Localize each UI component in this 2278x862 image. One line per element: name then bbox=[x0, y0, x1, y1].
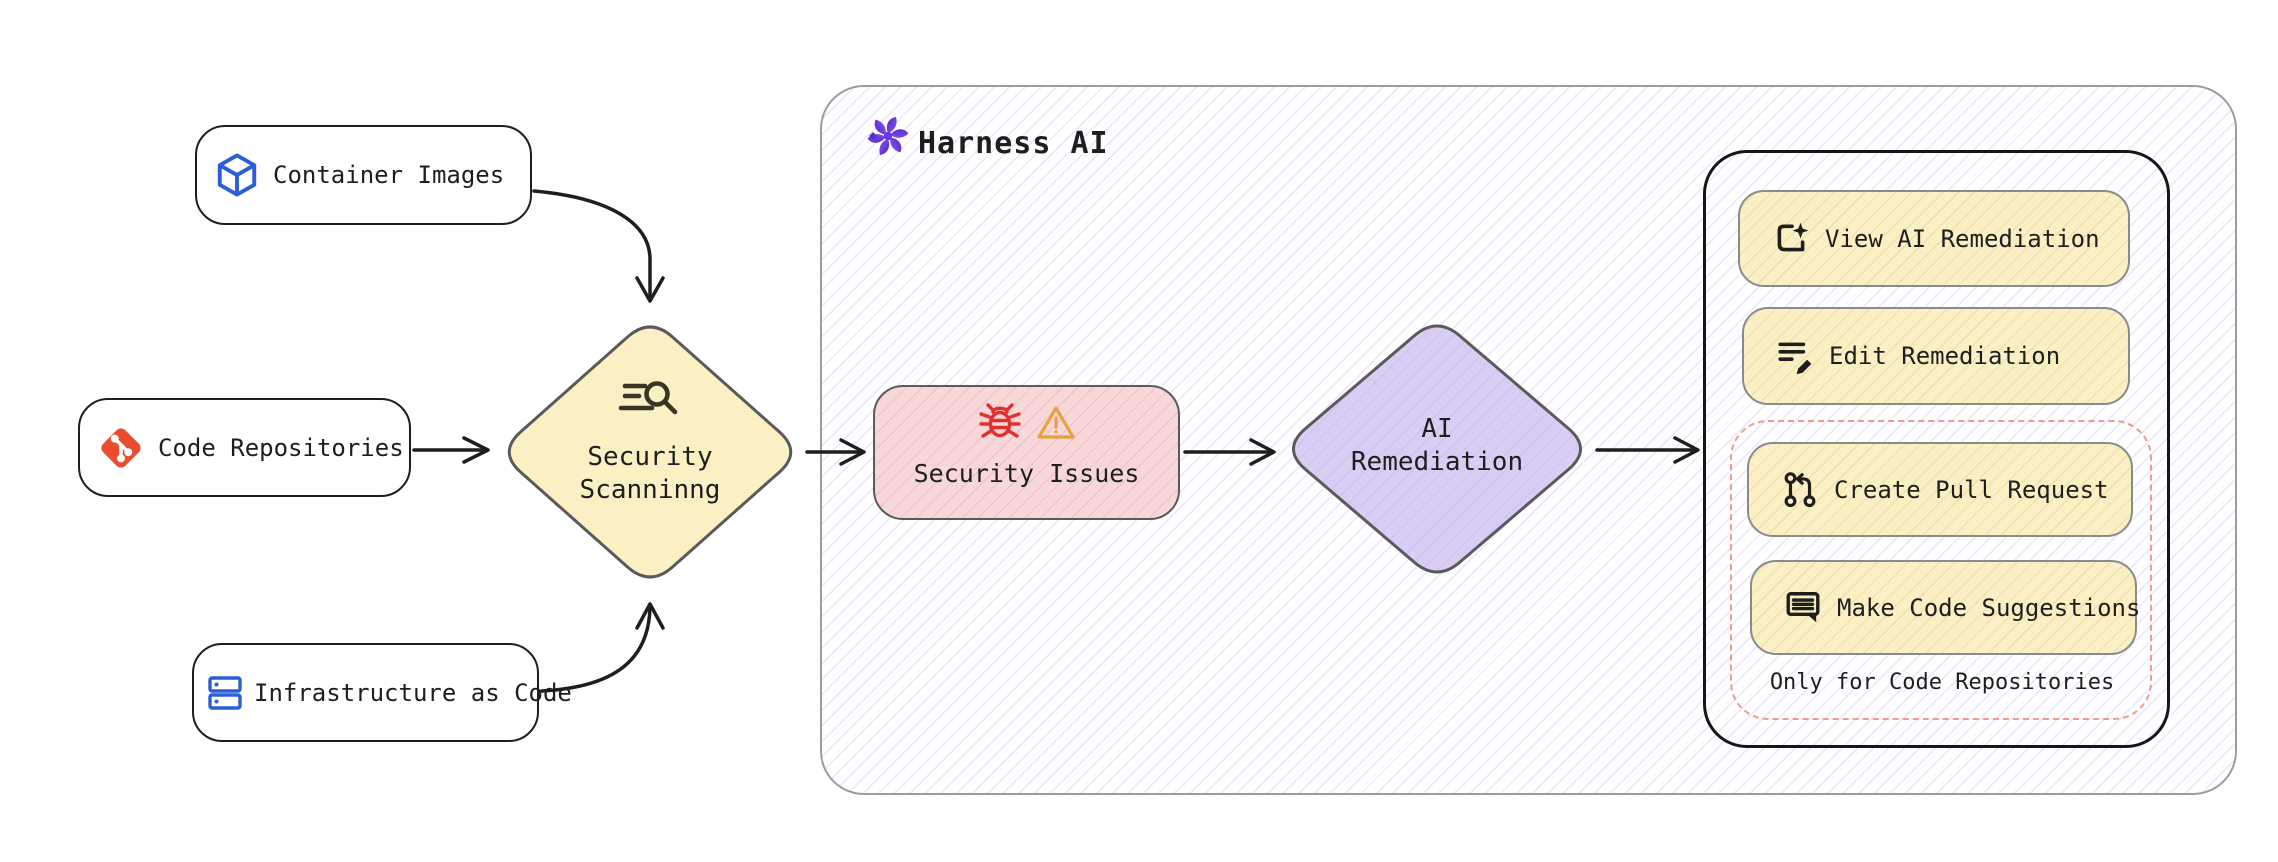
create-pull-request-button[interactable]: Create Pull Request bbox=[1747, 442, 2133, 537]
arrow-scanner-to-issues bbox=[805, 438, 866, 466]
cube-icon bbox=[214, 152, 260, 198]
view-ai-remediation-button[interactable]: View AI Remediation bbox=[1738, 190, 2130, 287]
edit-lines-pencil-icon bbox=[1776, 337, 1814, 375]
arrow-code-repositories-to-scanner bbox=[412, 436, 490, 464]
harness-ai-title: Harness AI bbox=[918, 126, 1109, 161]
ai-remediation-diamond-hatch bbox=[1293, 326, 1581, 572]
arrow-issues-to-remediation bbox=[1183, 438, 1276, 466]
ai-remediation-label: AI Remediation bbox=[1350, 414, 1524, 477]
node-label: Infrastructure as Code bbox=[254, 678, 572, 707]
action-label: View AI Remediation bbox=[1825, 224, 2100, 253]
comment-lines-icon bbox=[1784, 589, 1822, 627]
action-label: Edit Remediation bbox=[1829, 342, 2061, 370]
node-label: Container Images bbox=[273, 161, 505, 189]
server-icon bbox=[206, 672, 244, 714]
arrow-remediation-to-actions bbox=[1595, 436, 1700, 464]
git-icon bbox=[97, 424, 145, 472]
node-container-images[interactable]: Container Images bbox=[195, 125, 532, 225]
document-sparkle-icon bbox=[1772, 220, 1810, 258]
remediation-actions-container bbox=[1703, 150, 2170, 748]
arrow-container-images-to-scanner bbox=[532, 189, 665, 303]
action-label: Make Code Suggestions bbox=[1837, 593, 2141, 622]
pull-request-icon bbox=[1781, 471, 1819, 509]
bug-icon bbox=[977, 401, 1023, 447]
node-security-issues[interactable]: Security Issues bbox=[873, 385, 1180, 520]
make-code-suggestions-button[interactable]: Make Code Suggestions bbox=[1750, 560, 2141, 655]
arrow-infrastructure-to-scanner bbox=[540, 602, 665, 693]
code-repo-only-group bbox=[1730, 420, 2152, 720]
node-infrastructure-as-code[interactable]: Infrastructure as Code bbox=[192, 643, 572, 742]
only-for-code-repositories-note: Only for Code Repositories bbox=[1769, 670, 2115, 695]
security-scanning-label: Security Scanninng bbox=[579, 442, 721, 505]
security-issues-label: Security Issues bbox=[913, 459, 1140, 488]
search-list-icon bbox=[618, 378, 682, 426]
harness-ai-logo bbox=[864, 112, 910, 164]
node-label: Code Repositories bbox=[158, 433, 404, 462]
security-scanning-diamond[interactable] bbox=[507, 325, 793, 579]
warning-icon bbox=[1035, 403, 1077, 447]
action-label: Create Pull Request bbox=[1834, 475, 2109, 504]
node-code-repositories[interactable]: Code Repositories bbox=[78, 398, 411, 497]
edit-remediation-button[interactable]: Edit Remediation bbox=[1742, 307, 2130, 405]
